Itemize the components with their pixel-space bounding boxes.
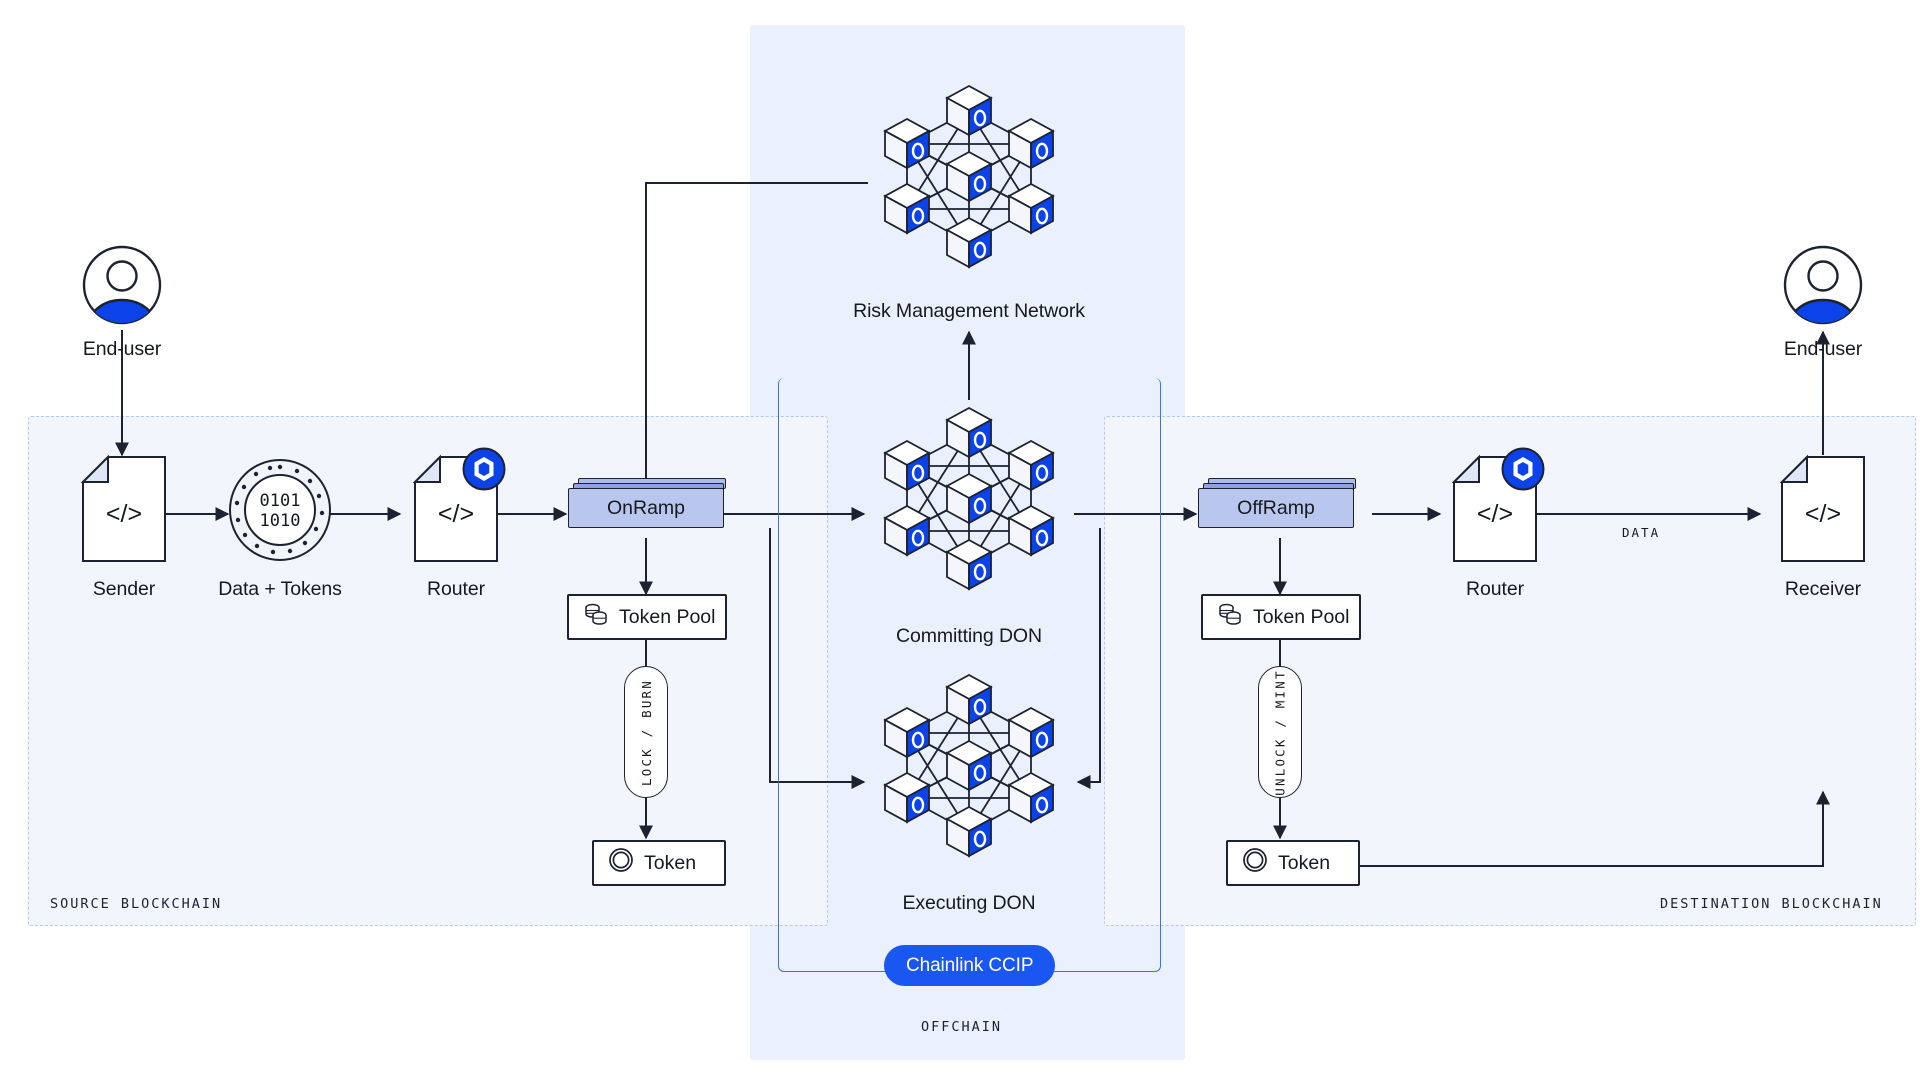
node-data-tokens: 0101 1010 [228, 458, 332, 567]
node-executing-don [862, 667, 1076, 872]
offramp-label: OffRamp [1198, 488, 1354, 528]
node-token-pool-source[interactable]: Token Pool [567, 594, 727, 640]
don-node-cluster-icon-executing [883, 673, 1055, 858]
label-router-destination: Router [1466, 578, 1524, 600]
label-end-user-destination: End-user [1783, 338, 1863, 360]
binary-line-1: 0101 [260, 491, 301, 511]
chainlink-hexagon-icon-router-destination [1501, 447, 1545, 496]
token-source-label: Token [644, 851, 697, 874]
node-risk-management-network [862, 78, 1076, 283]
binary-line-2: 1010 [260, 511, 301, 531]
label-risk-management-network: Risk Management Network [853, 300, 1085, 322]
token-pool-source-label: Token Pool [619, 605, 716, 628]
node-sender: </> [80, 454, 166, 562]
node-receiver: </> [1779, 454, 1865, 562]
svg-text:</>: </> [106, 500, 142, 528]
lock-burn-label: LOCK / BURN [638, 678, 654, 786]
svg-text:</>: </> [1477, 500, 1513, 528]
label-data-tokens: Data + Tokens [218, 578, 342, 600]
label-end-user-source: End-user [82, 338, 162, 360]
onramp-label: OnRamp [568, 488, 724, 528]
don-node-cluster-icon-committing [883, 406, 1055, 591]
capsule-unlock-mint: UNLOCK / MINT [1258, 666, 1302, 798]
svg-text:</>: </> [1805, 500, 1841, 528]
token-pool-destination-label: Token Pool [1253, 605, 1350, 628]
token-ring-icon-source [608, 847, 634, 879]
zone-label-offchain: OFFCHAIN [921, 1019, 1003, 1035]
chainlink-ccip-label: Chainlink CCIP [906, 954, 1034, 976]
svg-text:</>: </> [438, 500, 474, 528]
token-ring-icon-destination [1242, 847, 1268, 879]
avatar-end-user-destination [1783, 245, 1863, 330]
label-executing-don: Executing DON [902, 892, 1036, 914]
label-router-source: Router [427, 578, 485, 600]
coin-stack-icon-destination [1217, 601, 1243, 633]
node-token-pool-destination[interactable]: Token Pool [1201, 594, 1361, 640]
node-committing-don [862, 400, 1076, 605]
coin-stack-icon-source [583, 601, 609, 633]
edge-label-data: DATA [1622, 525, 1661, 540]
don-node-cluster-icon-rmn [883, 84, 1055, 269]
token-destination-label: Token [1278, 851, 1331, 874]
label-committing-don: Committing DON [896, 625, 1042, 647]
node-token-source[interactable]: Token [592, 840, 726, 886]
zone-label-source: SOURCE BLOCKCHAIN [50, 896, 223, 912]
unlock-mint-label: UNLOCK / MINT [1272, 668, 1288, 796]
avatar-end-user-source [82, 245, 162, 330]
chainlink-ccip-pill[interactable]: Chainlink CCIP [884, 945, 1056, 986]
chainlink-hexagon-icon-router-source [462, 447, 506, 496]
node-token-destination[interactable]: Token [1226, 840, 1360, 886]
zone-label-destination: DESTINATION BLOCKCHAIN [1660, 896, 1883, 912]
label-sender: Sender [92, 578, 156, 600]
label-receiver: Receiver [1784, 578, 1862, 600]
capsule-lock-burn: LOCK / BURN [624, 666, 668, 798]
